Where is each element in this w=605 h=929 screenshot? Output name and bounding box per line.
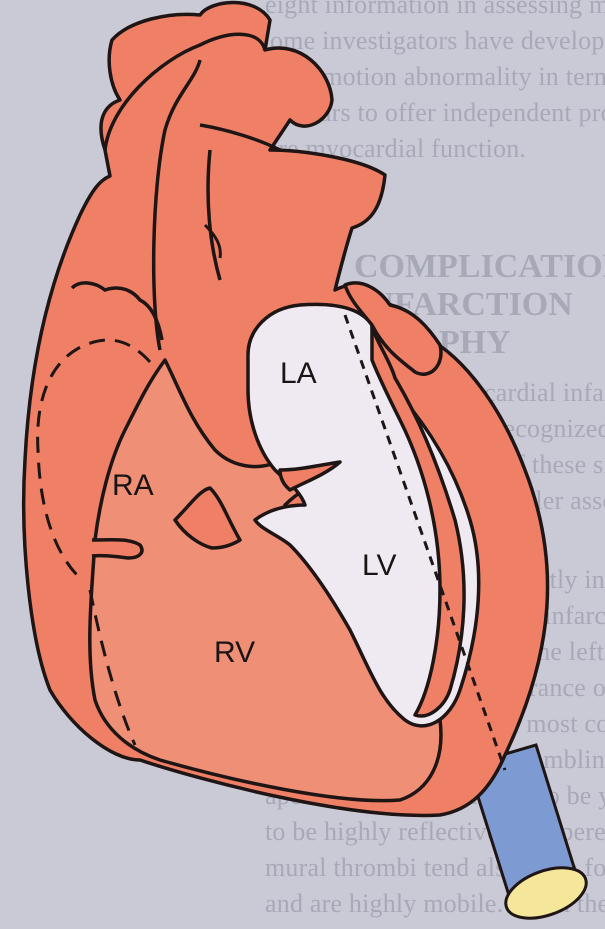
label-rv: RV	[214, 636, 255, 669]
label-la: LA	[280, 357, 317, 390]
label-lv: LV	[362, 549, 396, 582]
tricuspid-flap	[92, 540, 142, 558]
label-ra: RA	[112, 469, 154, 502]
